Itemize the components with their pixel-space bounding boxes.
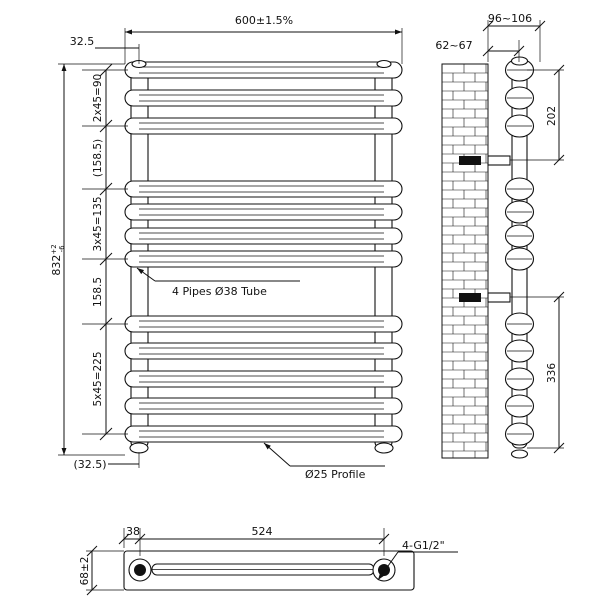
front-dimensions: 600±1.5% 32.5 2x45=90 (158.5) 3x45=135 1… [50, 14, 403, 481]
edge-offset-bottom-label: (32.5) [73, 458, 106, 471]
plan-offset-label: 38 [126, 525, 140, 538]
group-bottom-label: 5x45=225 [92, 351, 104, 406]
wall-projection-label: 96~106 [488, 12, 532, 25]
profile-end-cap [510, 56, 529, 66]
profile-bead [504, 224, 535, 248]
plan-connection-right [372, 558, 396, 582]
bracket-top-label: 202 [546, 106, 558, 126]
horizontal-bar [124, 89, 403, 107]
horizontal-bar [124, 397, 403, 415]
horizontal-bar [124, 227, 403, 245]
profile-bead [504, 86, 535, 110]
edge-offset-top-label: 32.5 [70, 35, 95, 48]
overall-height-label: 832+2-6 [50, 244, 66, 275]
horizontal-bar [124, 342, 403, 360]
wall-brackets [459, 155, 511, 303]
profile-bead [504, 247, 535, 271]
plan-depth-label: 68±2 [79, 557, 91, 586]
pipes-callout: 4 Pipes Ø38 Tube [172, 285, 267, 298]
plan-centres-label: 524 [252, 525, 273, 538]
wall-bricks [442, 63, 488, 458]
overall-width-label: 600±1.5% [235, 14, 293, 27]
connections-callout: 4-G1/2" [402, 539, 445, 552]
horizontal-bar [124, 425, 403, 443]
profile-bead [504, 367, 535, 391]
gap-lower-label: 158.5 [92, 277, 104, 307]
horizontal-bar [124, 370, 403, 388]
horizontal-bar [124, 117, 403, 135]
front-view [124, 59, 403, 454]
side-profile-beads [504, 56, 535, 459]
horizontal-bar [124, 203, 403, 221]
horizontal-bar [124, 250, 403, 268]
bracket-bottom-label: 336 [546, 363, 558, 383]
profile-bead [504, 114, 535, 138]
wall [441, 63, 489, 459]
profile-bead [504, 177, 535, 201]
wall-gap-label: 62~67 [435, 39, 472, 52]
horizontal-bar [124, 315, 403, 333]
plan-body [123, 550, 415, 591]
plan-connection-left [128, 558, 152, 582]
horizontal-bar [124, 180, 403, 198]
horizontal-bar [124, 61, 403, 79]
horizontal-bars [124, 59, 403, 443]
group-top-label: 2x45=90 [92, 74, 104, 122]
profile-bead [504, 339, 535, 363]
side-view: 96~106 62~67 202 336 [435, 12, 565, 459]
profile-bead [504, 422, 535, 446]
profile-end-cap [510, 449, 529, 459]
profile-bead [504, 394, 535, 418]
profile-callout: Ø25 Profile [305, 468, 366, 481]
profile-bead [504, 312, 535, 336]
plan-view: 38 524 68±2 4-G1/2" [79, 525, 458, 596]
gap-upper-label: (158.5) [92, 139, 104, 177]
pipe-top-cap [376, 59, 392, 69]
profile-bead [504, 200, 535, 224]
group-middle-label: 3x45=135 [92, 196, 104, 251]
